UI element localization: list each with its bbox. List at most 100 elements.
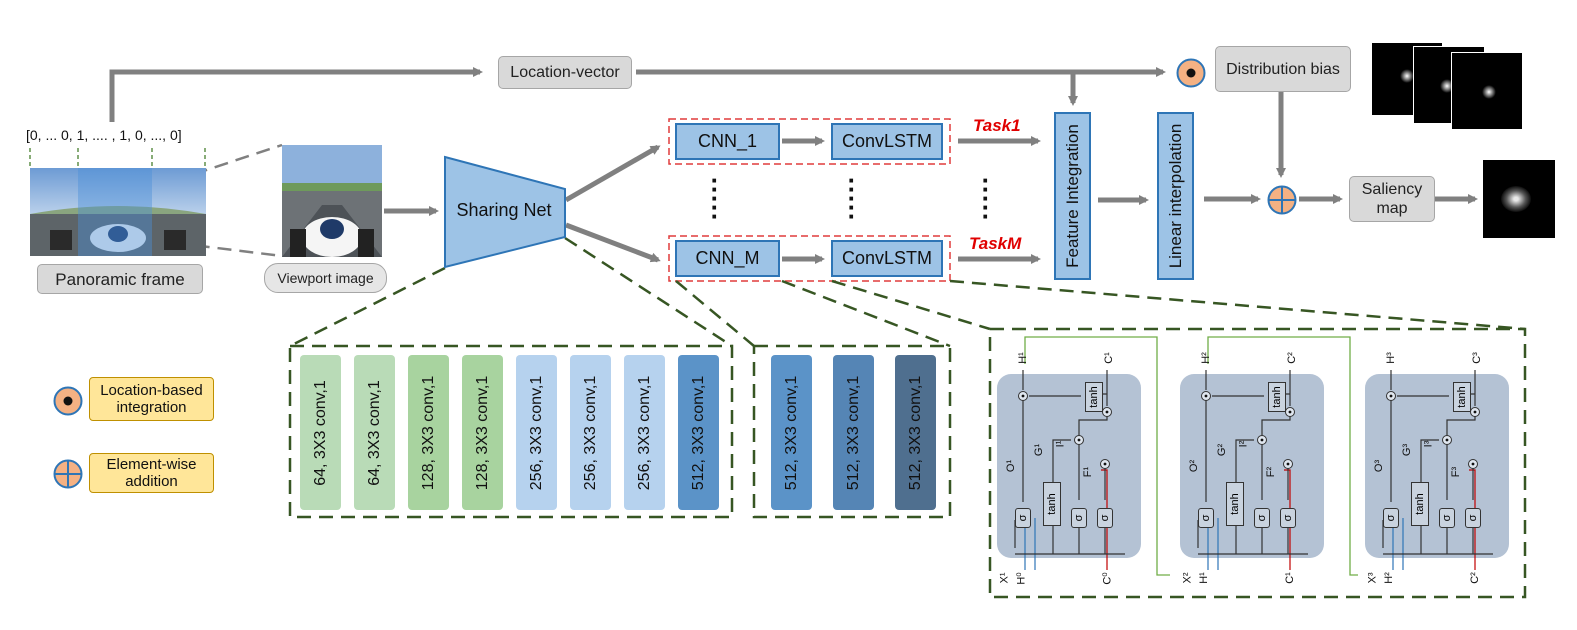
sigma-gate-label: σ: [1441, 514, 1453, 522]
sigma-gate: σ: [1439, 508, 1455, 528]
tanh-block: tanh: [1043, 482, 1061, 526]
legend-location-integration: Location-based integration: [89, 377, 214, 421]
sigma-gate: σ: [1465, 508, 1481, 528]
lstm-label-g: G¹: [1033, 443, 1046, 457]
cnn-m-box: CNN_M: [675, 240, 780, 277]
panoramic-frame-box: Panoramic frame: [37, 264, 203, 294]
arrow-to-location-vector: [109, 67, 483, 122]
ellipsis-cnn: ·····: [710, 165, 720, 231]
sharing-net-label: Sharing Net: [456, 200, 552, 220]
lstm-label-h-in: H²: [1382, 572, 1395, 584]
convlstm-m-box: ConvLSTM: [831, 240, 943, 277]
tanh-block: tanh: [1226, 482, 1244, 526]
sigma-gate: σ: [1071, 508, 1087, 528]
tanh-label: tanh: [1229, 493, 1241, 515]
sigma-gate-label: σ: [1200, 514, 1212, 522]
lstm-label-c-out: C¹: [1102, 352, 1115, 364]
element-addition-icon: [1267, 185, 1297, 215]
tanh-label: tanh: [1414, 493, 1426, 515]
cnn-layer-1: 512, 3X3 conv,1: [771, 355, 812, 510]
sharing-layer-label: 256, 3X3 conv,1: [581, 375, 599, 490]
convlstm-cell-wiring: [1382, 370, 1493, 570]
linear-interpolation-box: Linear interpolation: [1157, 112, 1194, 280]
lstm-label-c-in: C⁰: [1101, 572, 1114, 585]
bias-map-3: [1451, 52, 1523, 130]
legend-element-addition-icon: [53, 459, 83, 489]
sharing-layer-label: 64, 3X3 conv,1: [311, 379, 329, 486]
convlstm-1-label: ConvLSTM: [841, 131, 933, 151]
sigma-gate-label: σ: [1256, 514, 1268, 522]
saliency-map-label: Saliency map: [1361, 181, 1423, 217]
sharing-layer-2: 64, 3X3 conv,1: [354, 355, 395, 510]
cnn-detail-frame: [752, 344, 952, 519]
sharing-layer-3: 128, 3X3 conv,1: [408, 355, 449, 510]
convlstm-1-box: ConvLSTM: [831, 123, 943, 160]
lstm-label-x-in: X²: [1181, 572, 1194, 584]
sigma-gate: σ: [1254, 508, 1270, 528]
lstm-label-i: I²: [1237, 440, 1250, 448]
cnn-1-label: CNN_1: [697, 131, 758, 151]
sharing-layer-6: 256, 3X3 conv,1: [570, 355, 611, 510]
sigma-gate-label: σ: [1282, 514, 1294, 522]
tanh-label: tanh: [1456, 386, 1468, 408]
sigma-gate-label: σ: [1099, 514, 1111, 522]
lstm-label-h-out: H³: [1384, 352, 1397, 364]
lstm-label-x-in: X³: [1366, 572, 1379, 584]
sharing-layer-label: 64, 3X3 conv,1: [365, 379, 383, 486]
sharing-layer-5: 256, 3X3 conv,1: [516, 355, 557, 510]
cnn-m-label: CNN_M: [695, 248, 760, 268]
branch-1-frame: [668, 118, 951, 165]
lstm-label-h-in: H⁰: [1015, 572, 1028, 585]
tanh-label: tanh: [1271, 386, 1283, 408]
sigma-gate-label: σ: [1073, 514, 1085, 522]
sharing-layer-4: 128, 3X3 conv,1: [462, 355, 503, 510]
convlstm-detail-frame: [988, 327, 1527, 599]
cnn-layer-label: 512, 3X3 conv,1: [844, 375, 862, 490]
lstm-label-i: I³: [1422, 440, 1435, 448]
panoramic-image: [30, 168, 206, 256]
location-vector-box: Location-vector: [498, 56, 632, 89]
cnn-layer-label: 512, 3X3 conv,1: [906, 375, 924, 490]
tanh-label: tanh: [1088, 386, 1100, 408]
feature-integration-label: Feature Integration: [1062, 124, 1082, 268]
sigma-gate-label: σ: [1017, 514, 1029, 522]
sigma-gate: σ: [1015, 508, 1031, 528]
sigma-gate-label: σ: [1467, 514, 1479, 522]
saliency-map-box: Saliency map: [1349, 176, 1435, 222]
distribution-bias-label: Distribution bias: [1226, 60, 1340, 78]
lstm-label-c-out: C²: [1285, 352, 1298, 364]
legend-element-addition-label: Element-wise addition: [106, 456, 197, 490]
ellipsis-convlstm: ·····: [847, 165, 857, 231]
cnn-layer-2: 512, 3X3 conv,1: [833, 355, 874, 510]
cnn-layer-label: 512, 3X3 conv,1: [782, 375, 800, 490]
lstm-label-c-out: C³: [1470, 352, 1483, 364]
legend-location-integration-label: Location-based integration: [100, 382, 203, 416]
viewport-image-label: Viewport image: [277, 269, 374, 286]
tanh-block: tanh: [1411, 482, 1429, 526]
lstm-label-h-out: H²: [1199, 352, 1212, 364]
task-m-label: TaskM: [969, 234, 1022, 253]
location-integration-icon: [1176, 58, 1206, 88]
sigma-gate: σ: [1198, 508, 1214, 528]
viewport-image-box: Viewport image: [264, 263, 387, 293]
sharing-net-shape: [444, 155, 566, 269]
sharing-layer-label: 512, 3X3 conv,1: [689, 375, 707, 490]
lstm-label-g: G³: [1401, 443, 1414, 457]
lstm-label-g: G²: [1216, 443, 1229, 457]
tanh-block: tanh: [1085, 382, 1103, 412]
lstm-label-x-in: X¹: [998, 572, 1011, 584]
viewport-image: [282, 145, 382, 257]
sigma-gate-label: σ: [1385, 514, 1397, 522]
lstm-label-c-in: C¹: [1283, 572, 1296, 584]
sharing-layer-8: 512, 3X3 conv,1: [678, 355, 719, 510]
tanh-block: tanh: [1268, 382, 1286, 412]
lstm-label-f: F¹: [1082, 466, 1095, 478]
lstm-label-o: O³: [1373, 459, 1386, 473]
task-1-label: Task1: [973, 116, 1021, 135]
convlstm-cell-wiring: [1197, 370, 1308, 570]
legend-location-integration-icon: [53, 386, 83, 416]
